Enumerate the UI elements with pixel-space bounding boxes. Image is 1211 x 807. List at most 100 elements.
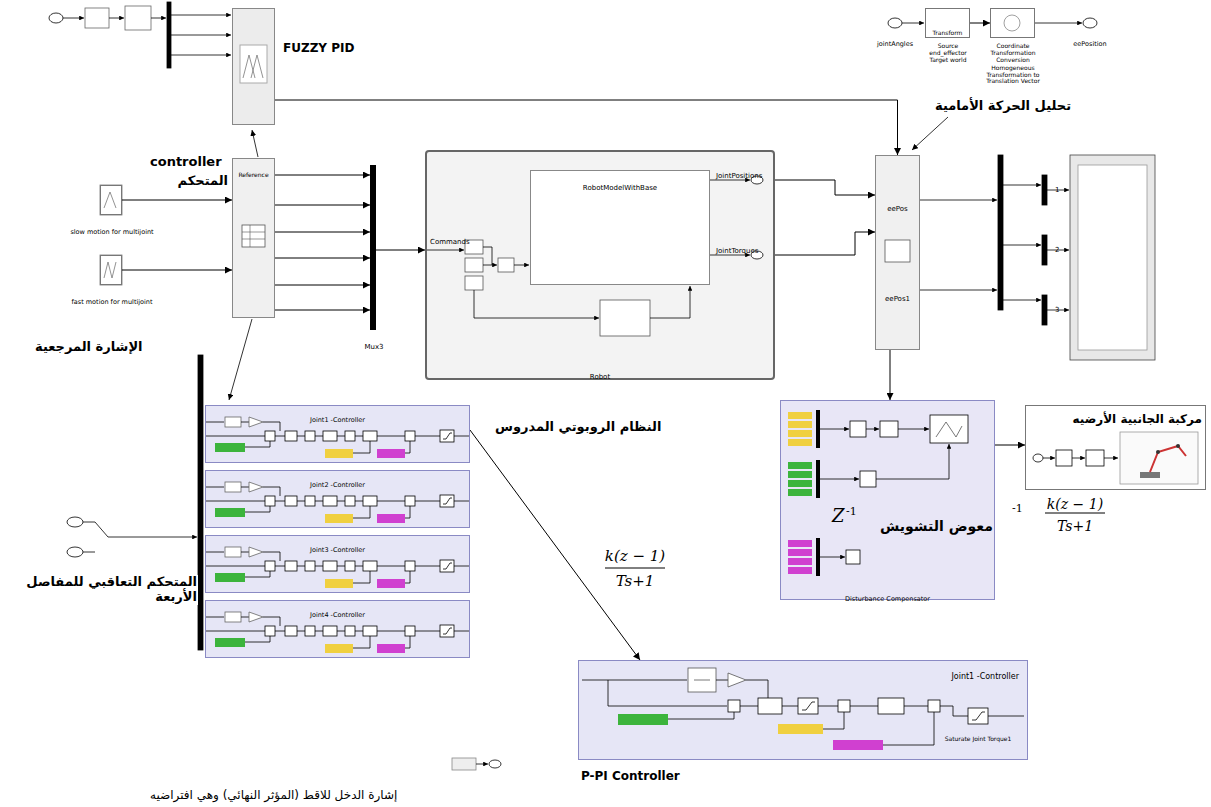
- leader-arrows: [229, 117, 948, 400]
- annotation: 2: [1055, 246, 1059, 254]
- signal-connector: [970, 23, 990, 24]
- p-pi-internals: [578, 660, 1028, 760]
- text-holder: Robot: [590, 364, 610, 383]
- annotation: إشارة الدخل للاقط (المؤثر النهائي) وهي ا…: [150, 789, 397, 803]
- annotation: eePosition: [1073, 41, 1106, 48]
- text-holder: Joint2 -Controller: [310, 472, 365, 491]
- robot-subsystem-art: [425, 150, 775, 380]
- reference-block-fill: [232, 158, 275, 318]
- signal-connector: [775, 180, 875, 195]
- signal-connector: [275, 310, 370, 311]
- block-text: Reference: [238, 172, 268, 179]
- annotation: k(z − 1): [1046, 496, 1104, 512]
- joint-controller: Joint1 -Controller: [205, 405, 470, 463]
- fuzzy-block-fill: [232, 8, 275, 125]
- text-holder: 3: [1055, 297, 1059, 316]
- block-text: fast motion for multijoint: [72, 299, 153, 306]
- ground-side-panel: مركبة الجانبية الأرضيه: [1025, 405, 1206, 490]
- signal-source: fast motion for multijoint: [100, 255, 122, 285]
- annotation: Saturate Joint Torque1: [945, 736, 1012, 743]
- text-holder: Ts+1: [1056, 516, 1094, 535]
- block-text: Joint3 -Controller: [310, 547, 365, 554]
- text-holder: النظام الروبوتي المدروس: [495, 416, 661, 435]
- joint-controller: Joint3 -Controller: [205, 535, 470, 593]
- joint-bus-and-switch: [67, 355, 203, 650]
- annotation: -1: [1012, 503, 1023, 516]
- input-constant-block: [452, 758, 501, 770]
- block-text: Source end_effector Target world: [921, 43, 975, 64]
- annotation: Ts+1: [615, 573, 656, 590]
- annotation: الإشارة المرجعية: [35, 340, 143, 355]
- signal-source: slow motion for multijoint: [100, 185, 122, 215]
- text-holder: eePosition: [1073, 31, 1106, 50]
- annotation: jointAngles: [877, 41, 913, 48]
- text-holder: k(z − 1): [604, 546, 666, 565]
- text-holder: مركبة الجانبية الأرضيه: [1073, 408, 1203, 427]
- signal-connector: [995, 445, 1025, 446]
- text-holder: Joint4 -Controller: [310, 602, 365, 621]
- block-text: eePos1: [885, 295, 910, 303]
- text-holder: 1: [1055, 177, 1059, 196]
- block-text: Mux3: [364, 343, 383, 351]
- annotation: المتحكم: [178, 174, 228, 189]
- text-holder: -1: [1012, 497, 1023, 516]
- forward-kinematics-fill: [875, 155, 920, 350]
- annotation: النظام الروبوتي المدروس: [495, 420, 661, 435]
- text-holder: Coordinate Transformation Conversion: [979, 43, 1047, 66]
- reference-block: Reference: [232, 158, 275, 318]
- annotation: Commands: [430, 238, 470, 246]
- text-holder: الإشارة المرجعية: [35, 336, 143, 355]
- text-holder: slow motion for multijoint: [70, 219, 153, 238]
- annotation: k(z − 1): [604, 548, 666, 565]
- signal-connector: [275, 100, 898, 155]
- text-holder: Mux3: [364, 334, 383, 353]
- annotation: JointTorques: [716, 247, 758, 255]
- get-transform-block: TransformSource end_effector Target worl…: [925, 8, 970, 38]
- text-holder: Reference: [238, 162, 268, 181]
- text-holder: P-PI Controller: [581, 765, 680, 784]
- text-holder: معوض التشويش: [880, 516, 993, 535]
- text-holder: Joint3 -Controller: [310, 537, 365, 556]
- block-text: Joint4 -Controller: [310, 612, 365, 619]
- signal-connector: [275, 205, 370, 206]
- block-text: Disturbance Compensator: [845, 596, 930, 603]
- annotation: Z: [832, 506, 845, 527]
- text-holder: المتحكم التعاقبي للمفاصل الأربعة: [2, 575, 198, 605]
- text-holder: FUZZY PID: [283, 37, 354, 56]
- annotation: 1: [1055, 186, 1059, 194]
- text-holder: تحليل الحركة الأمامية: [935, 95, 1071, 114]
- text-holder: Joint1 -Controller: [951, 664, 1019, 683]
- text-holder: controller: [150, 151, 222, 170]
- text-holder: JointTorques: [716, 238, 758, 257]
- text-holder: Commands: [430, 229, 470, 248]
- signal-connector: [890, 350, 891, 400]
- robot-subsystem: Robot RobotModelWithBase: [425, 150, 775, 380]
- fuzzy-input-chain: [49, 2, 231, 68]
- block-text: Robot: [590, 373, 610, 381]
- block-text: Homogeneous Transformation to Translatio…: [979, 65, 1047, 86]
- block-text: مركبة الجانبية الأرضيه: [1073, 413, 1203, 427]
- text-holder: Transform: [933, 20, 963, 39]
- block-text: Joint2 -Controller: [310, 482, 365, 489]
- text-holder: fast motion for multijoint: [72, 289, 153, 308]
- block-text: slow motion for multijoint: [70, 229, 153, 236]
- block-text: RobotModelWithBase: [583, 184, 657, 192]
- block-text: P-PI Controller: [581, 770, 680, 784]
- text-holder: إشارة الدخل للاقط (المؤثر النهائي) وهي ا…: [150, 784, 397, 803]
- scope-art: [920, 155, 1155, 360]
- text-holder: Homogeneous Transformation to Translatio…: [979, 65, 1047, 88]
- text-holder: k(z − 1): [1046, 494, 1104, 513]
- signal-connector: [275, 258, 370, 259]
- annotation: controller: [150, 155, 222, 170]
- robot-model-block: RobotModelWithBase: [530, 170, 710, 285]
- signal-connector: [122, 270, 232, 271]
- joint-controller: Joint4 -Controller: [205, 600, 470, 658]
- annotation: -1: [846, 506, 857, 519]
- transform-chain-art: [888, 8, 1097, 38]
- disturbance-compensator-art: [780, 400, 995, 600]
- annotation: تحليل الحركة الأمامية: [935, 99, 1071, 114]
